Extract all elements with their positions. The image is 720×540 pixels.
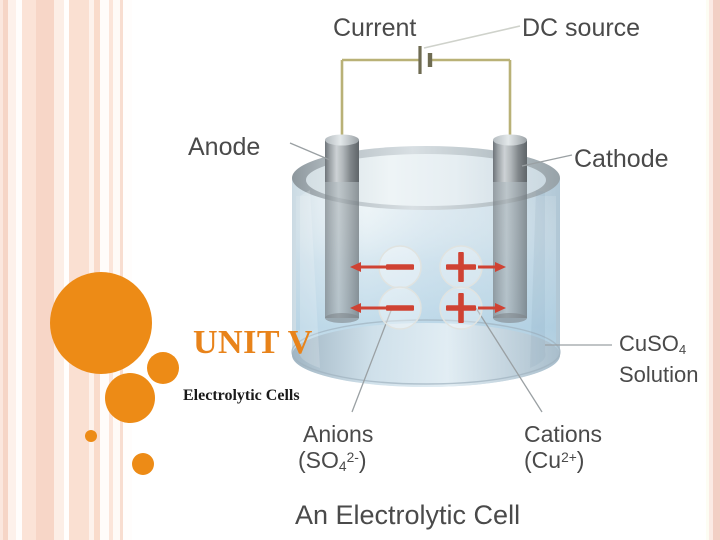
anion-formula-charge: 2- [346, 449, 359, 465]
stripe-5 [36, 0, 54, 540]
stripe-6 [54, 0, 64, 540]
label-cations-formula: (Cu2+) [524, 447, 584, 474]
right-stripe-0 [706, 0, 709, 540]
stripe-10 [94, 0, 100, 540]
stripe-4 [22, 0, 36, 540]
anion-formula-subscript: 4 [338, 459, 347, 475]
ion-cation-2 [439, 286, 506, 330]
left-stripe-decoration [0, 0, 132, 540]
cation-formula-base: (Cu [524, 447, 562, 473]
cuso4-subscript: 4 [678, 341, 687, 357]
stripe-15 [123, 0, 132, 540]
leader-dc-source [423, 25, 521, 49]
ion-group [350, 245, 506, 330]
stripe-11 [100, 0, 109, 540]
cuso4-base: CuSO [619, 331, 679, 356]
anion-formula-close: ) [358, 447, 367, 473]
diagram-caption: An Electrolytic Cell [295, 500, 521, 530]
ion-anion-1 [350, 245, 422, 289]
leader-lines [289, 142, 612, 413]
stripe-13 [113, 0, 120, 540]
right-stripe-2 [713, 0, 720, 540]
leader-anions [351, 307, 393, 413]
label-cuso4-formula: CuSO4 [619, 331, 686, 357]
label-cathode: Cathode [574, 145, 669, 173]
ion-anion-2 [350, 286, 422, 330]
label-anions-formula: (SO42-) [298, 447, 367, 474]
anode-electrode [325, 134, 359, 323]
label-anode: Anode [188, 133, 261, 161]
cathode-electrode [493, 134, 527, 323]
label-current: Current [333, 14, 417, 42]
decor-circle-4 [132, 453, 154, 475]
stripe-8 [69, 0, 89, 540]
stripe-12 [109, 0, 113, 540]
leader-anode [289, 142, 331, 161]
slide-subtitle: Electrolytic Cells [183, 387, 300, 404]
ion-cation-1 [439, 245, 506, 289]
cation-formula-close: ) [576, 447, 585, 473]
stripe-7 [64, 0, 69, 540]
stripe-1 [3, 0, 8, 540]
decor-circle-2 [105, 373, 155, 423]
label-solution-word: Solution [619, 362, 699, 387]
decor-circle-3 [85, 430, 97, 442]
right-stripe-1 [709, 0, 713, 540]
anion-formula-base: (SO [298, 447, 339, 473]
decor-circle-1 [147, 352, 179, 384]
decor-circle-0 [50, 272, 152, 374]
label-dc-source: DC source [522, 14, 641, 42]
leader-cations [475, 307, 543, 413]
stripe-9 [89, 0, 94, 540]
leader-cathode [521, 154, 573, 167]
stripe-2 [8, 0, 16, 540]
circuit-wiring [340, 46, 512, 140]
stripe-0 [0, 0, 3, 540]
stripe-3 [16, 0, 22, 540]
slide-title: UNIT V [193, 324, 313, 361]
label-anions: Anions [303, 421, 374, 447]
cation-formula-charge: 2+ [561, 449, 577, 465]
label-cations: Cations [524, 421, 602, 447]
stripe-14 [120, 0, 123, 540]
